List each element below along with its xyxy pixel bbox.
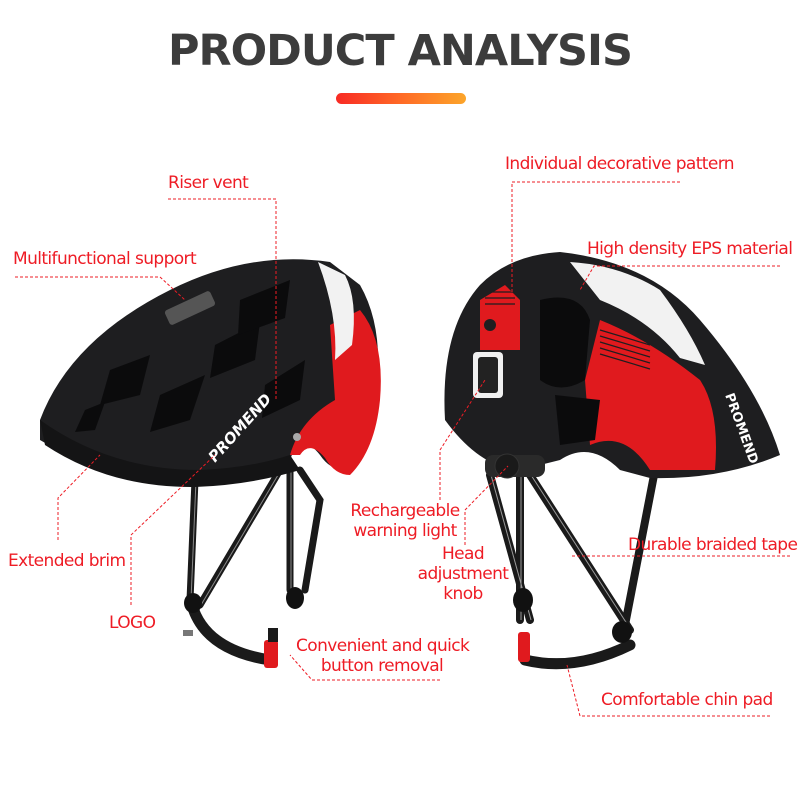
label-chin-pad: Comfortable chin pad [601, 690, 773, 710]
label-braided-tape: Durable braided tape [628, 535, 798, 555]
front-white-stripe [318, 262, 354, 360]
label-warning-light-line1: Rechargeable [350, 501, 460, 521]
front-buckle [264, 640, 278, 668]
front-strap-tip [183, 630, 193, 636]
label-eps-material: High density EPS material [587, 239, 793, 259]
label-knob-line1: Head [441, 544, 485, 564]
front-red-panel [290, 310, 381, 475]
label-warning-light-line2: warning light [353, 521, 457, 541]
label-button-removal-line2: button removal [320, 656, 444, 676]
page-title: PRODUCT ANALYSIS [168, 26, 633, 76]
rear-chin-pad [519, 639, 636, 670]
label-multifunctional-support: Multifunctional support [13, 249, 197, 269]
front-straps [186, 466, 324, 609]
label-decorative-pattern: Individual decorative pattern [505, 154, 735, 174]
rear-helmet-image: PROMEND [444, 252, 780, 670]
front-mount [164, 291, 216, 325]
label-button-removal-line1: Convenient and quick [296, 636, 470, 656]
rear-buckle [518, 632, 530, 662]
rear-adjustment-knob [494, 453, 520, 479]
front-brim [40, 420, 300, 488]
rear-red-panel [585, 320, 716, 470]
leader-lines [15, 181, 790, 717]
label-logo: LOGO [109, 613, 156, 633]
front-vents [75, 280, 305, 432]
rear-vents [540, 297, 600, 445]
label-knob-line3: knob [443, 584, 483, 604]
title-accent-bar [336, 93, 466, 104]
label-riser-vent: Riser vent [168, 173, 249, 193]
front-strap-stitching [190, 469, 292, 606]
rear-decorative-pattern [485, 291, 651, 370]
front-helmet-image: PROMEND [40, 259, 381, 668]
front-chin-pad [186, 599, 276, 666]
front-shell [40, 259, 379, 486]
rear-white-stripe [570, 262, 705, 365]
label-head-adjustment-knob: Head adjustment knob [413, 544, 513, 604]
label-button-removal: Convenient and quick button removal [296, 636, 470, 676]
label-knob-line2: adjustment [417, 564, 509, 584]
label-warning-light: Rechargeable warning light [348, 501, 462, 541]
label-extended-brim: Extended brim [8, 551, 126, 571]
